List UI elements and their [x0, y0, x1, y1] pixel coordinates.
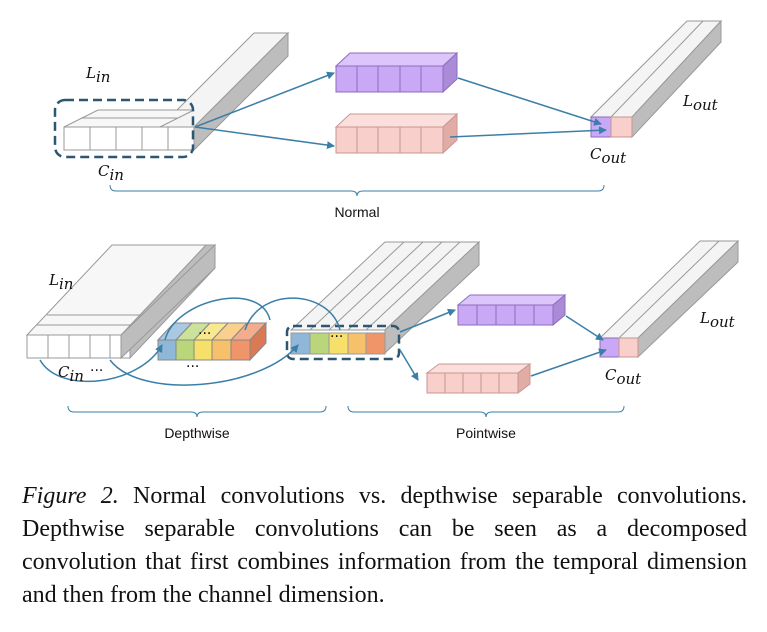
c-in-label-top: Cin: [98, 162, 124, 184]
intermediate-tensor: [289, 240, 481, 355]
brace-normal: [109, 184, 605, 197]
pink-pointwise-block: [425, 363, 532, 394]
dots-kernel: ···: [198, 326, 211, 342]
depthwise-label: Depthwise: [164, 425, 230, 441]
convolution-diagram: Lin Cin Lout Cout Normal: [25, 19, 740, 441]
output-tensor-normal: [589, 19, 723, 139]
l-out-label-top: Lout: [682, 92, 719, 114]
dots-input: ···: [90, 363, 103, 379]
c-out-label-top: Cout: [590, 145, 627, 167]
purple-output-block: [334, 51, 459, 94]
figure-label: Figure 2.: [22, 483, 119, 509]
figure-caption: Figure 2. Normal convolutions vs. depthw…: [22, 480, 747, 612]
l-in-label-top: Lin: [85, 64, 110, 86]
l-out-label-bottom: Lout: [699, 309, 736, 331]
arrows-normal: [194, 71, 607, 150]
c-in-label-bottom: Cin: [58, 363, 84, 385]
purple-pointwise-block: [456, 293, 567, 327]
dots-lower: ···: [186, 359, 199, 375]
output-tensor-depthwise: [598, 239, 740, 359]
depthwise-kernels: [156, 321, 268, 362]
c-out-label-bottom: Cout: [605, 366, 642, 388]
brace-depthwise: [67, 405, 327, 418]
dots-intermediate: ···: [330, 329, 343, 345]
arrows-depthwise: [39, 297, 607, 386]
kernel-window-normal: [53, 98, 195, 159]
caption-text: Normal convolutions vs. depthwise separa…: [22, 483, 747, 608]
input-tensor-normal: [63, 31, 290, 152]
normal-label: Normal: [334, 204, 379, 220]
pink-output-block: [334, 112, 459, 155]
pointwise-label: Pointwise: [456, 425, 516, 441]
kernel-window-pointwise: [285, 324, 401, 361]
l-in-label-bottom: Lin: [48, 271, 73, 293]
brace-pointwise: [347, 405, 625, 418]
input-tensor-depthwise: [25, 243, 217, 360]
